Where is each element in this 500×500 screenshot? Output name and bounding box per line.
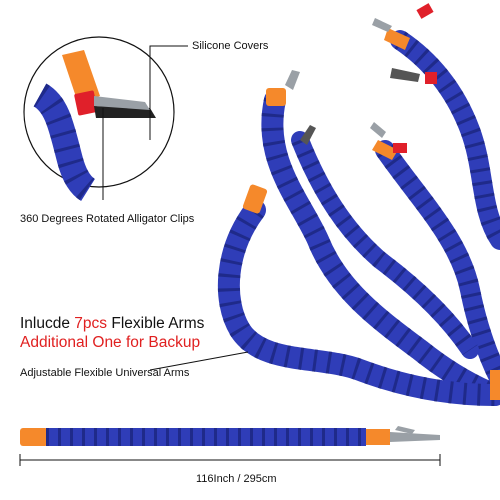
silicone-covers-label: Silicone Covers bbox=[192, 40, 269, 52]
zoom-red-cap bbox=[74, 90, 98, 116]
arm-5-segments bbox=[291, 136, 478, 356]
straight-arm-base bbox=[20, 428, 48, 446]
alligator-clip bbox=[285, 70, 300, 90]
silicone-cover bbox=[372, 140, 398, 160]
arm-4-segments bbox=[394, 31, 500, 246]
flexible-arms bbox=[217, 30, 500, 406]
headline-line-2: Additional One for Backup bbox=[20, 334, 201, 351]
straight-arm bbox=[20, 426, 440, 446]
arm-2-segments bbox=[217, 203, 496, 406]
alligator-clip bbox=[390, 68, 420, 82]
silicone-cover bbox=[490, 370, 500, 400]
red-cap bbox=[425, 72, 437, 84]
headline-suffix: Flexible Arms bbox=[107, 315, 205, 332]
zoom-clip-metal bbox=[94, 96, 150, 110]
callout-lines bbox=[19, 45, 441, 466]
callout-arms bbox=[149, 351, 249, 371]
headline: Inlucde 7pcs Flexible Arms Additional On… bbox=[20, 314, 204, 352]
headline-line-1: Inlucde 7pcs Flexible Arms bbox=[20, 314, 204, 333]
alligator-clips bbox=[285, 18, 420, 145]
red-cap bbox=[393, 143, 407, 153]
alligator-clip bbox=[370, 122, 386, 138]
universal-arms-label: Adjustable Flexible Universal Arms bbox=[20, 367, 190, 379]
silicone-cover bbox=[242, 184, 268, 214]
silicone-cover bbox=[266, 88, 286, 106]
straight-arm-cover bbox=[366, 429, 390, 445]
alligator-clips-label: 360 Degrees Rotated Alligator Clips bbox=[20, 213, 195, 225]
straight-arm-clip bbox=[390, 432, 440, 442]
callout-silicone bbox=[149, 45, 188, 140]
flexible-arm-4 bbox=[390, 30, 500, 250]
flexible-arm-1 bbox=[261, 89, 500, 406]
length-label: 116Inch / 295cm bbox=[196, 473, 277, 485]
red-cap bbox=[416, 3, 434, 19]
arm-tips bbox=[242, 3, 500, 400]
arm-count: 7pcs bbox=[74, 315, 108, 332]
zoom-silicone-cover bbox=[62, 50, 100, 103]
alligator-clip bbox=[300, 125, 316, 145]
flexible-arm-3 bbox=[375, 140, 500, 390]
zoom-detail bbox=[23, 36, 175, 202]
headline-prefix: Inlucde bbox=[20, 315, 75, 332]
silicone-cover bbox=[384, 28, 410, 50]
zoom-arm-segments bbox=[32, 83, 96, 202]
alligator-clip bbox=[372, 18, 392, 32]
